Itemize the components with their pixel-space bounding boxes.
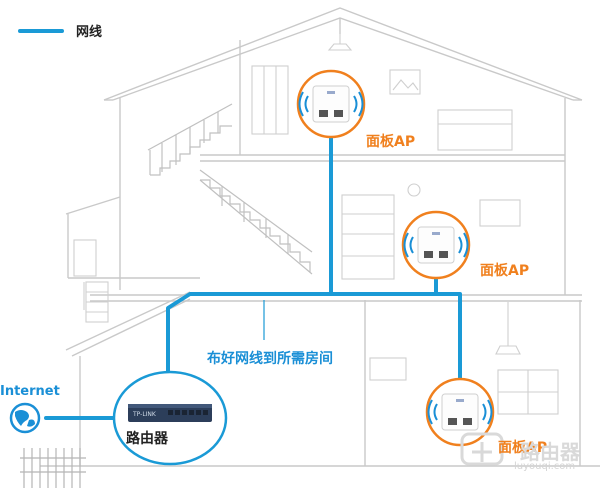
legend-label: 网线 <box>76 25 103 40</box>
panel-ap-top <box>296 69 366 139</box>
fence <box>20 448 86 488</box>
wifi-waves-icon <box>403 232 469 258</box>
cable-to-ap-bottom <box>329 292 462 404</box>
ap-label-middle: 面板AP <box>480 263 530 279</box>
watermark-name: 路由器 <box>520 440 580 464</box>
panel-ap-bottom <box>425 377 495 447</box>
wifi-waves-icon <box>298 91 364 117</box>
furniture <box>73 24 559 415</box>
network-cables <box>44 134 462 420</box>
router-brand-text: TP-LINK <box>132 411 157 418</box>
cabling-note: 布好网线到所需房间 <box>207 351 333 367</box>
watermark-url: luyouqi.com <box>514 461 576 472</box>
panel-ap-middle <box>401 210 471 280</box>
staircase <box>147 103 313 275</box>
router-label: 路由器 <box>126 431 168 447</box>
watermark-logo <box>460 432 504 466</box>
globe-icon <box>9 402 41 434</box>
cable-to-router <box>166 292 333 406</box>
wifi-waves-icon <box>427 399 493 425</box>
ap-label-top: 面板AP <box>366 134 416 150</box>
house-outline <box>40 7 600 467</box>
internet-label: Internet <box>0 384 60 399</box>
ap-label-bottom: 面板AP <box>498 440 548 456</box>
router: TP-LINK <box>112 370 228 466</box>
